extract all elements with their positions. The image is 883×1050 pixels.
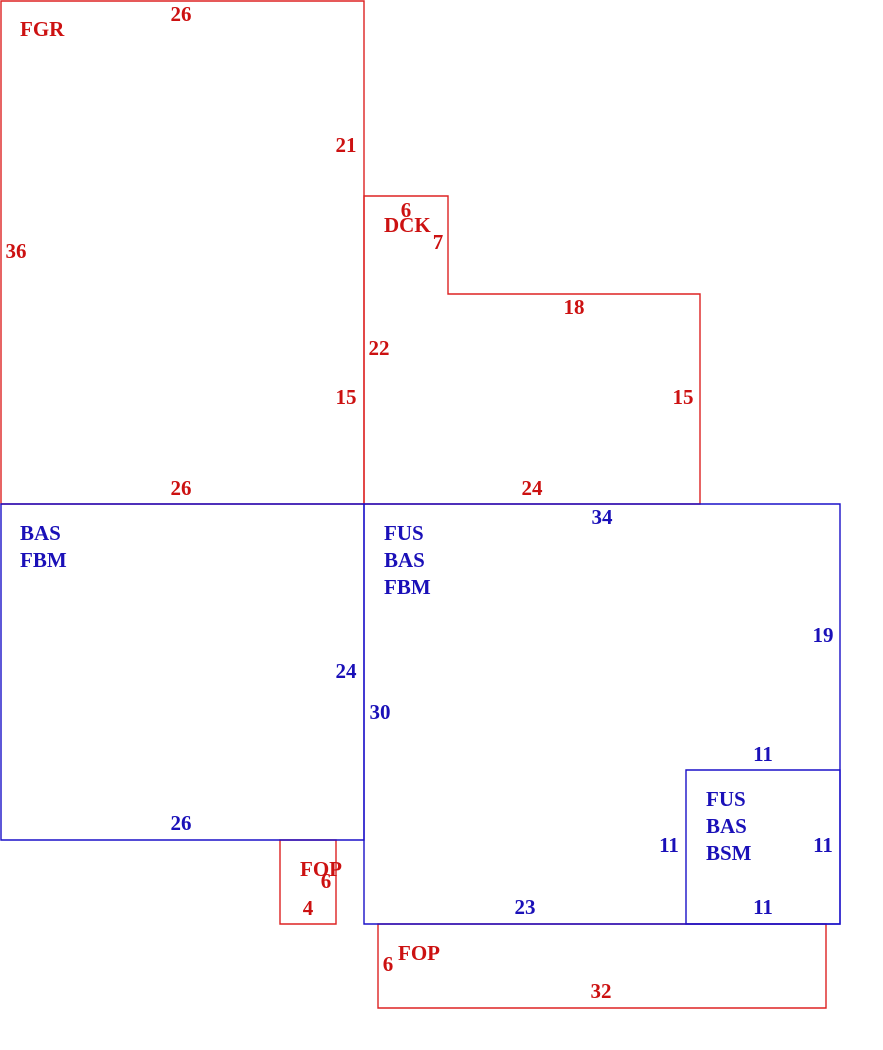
dck-dim-bottom: 24 bbox=[522, 476, 544, 500]
fus-small-code-3: BSM bbox=[706, 841, 752, 865]
fop-large-code: FOP bbox=[398, 941, 440, 965]
fgr-dim-bottom: 26 bbox=[171, 476, 192, 500]
fus-main-dim-top: 34 bbox=[592, 505, 614, 529]
fop-large-dim-bottom: 32 bbox=[591, 979, 612, 1003]
fop-small-dim-side: 6 bbox=[321, 869, 332, 893]
fus-main-code-2: BAS bbox=[384, 548, 425, 572]
fus-main-code-1: FUS bbox=[384, 521, 424, 545]
fus-main-dim-right: 19 bbox=[813, 623, 834, 647]
fop-small-code: FOP bbox=[300, 857, 342, 881]
fus-main-outline bbox=[363, 503, 841, 925]
fus-small-code-2: BAS bbox=[706, 814, 747, 838]
fus-small-outline bbox=[685, 769, 841, 925]
fgr-dim-top: 26 bbox=[171, 2, 192, 26]
fus-small-dim-top: 11 bbox=[753, 742, 773, 766]
fgr-outline bbox=[0, 0, 365, 505]
bas-left-code-1: BAS bbox=[20, 521, 61, 545]
dck-code: DCK bbox=[384, 213, 431, 237]
fus-small-dim-right: 11 bbox=[813, 833, 833, 857]
bas-left-code-2: FBM bbox=[20, 548, 67, 572]
fop-large-dim-side: 6 bbox=[383, 952, 394, 976]
dck-dim-left: 22 bbox=[369, 336, 390, 360]
bas-left-dim-bottom: 26 bbox=[171, 811, 192, 835]
dck-outline bbox=[363, 195, 701, 505]
fus-small-code-1: FUS bbox=[706, 787, 746, 811]
fop-small-dim-bottom: 4 bbox=[303, 896, 314, 920]
fus-main-dim-left: 30 bbox=[370, 700, 391, 724]
fgr-code: FGR bbox=[20, 17, 65, 41]
dck-dim-upper: 18 bbox=[564, 295, 585, 319]
fgr-dim-left: 36 bbox=[6, 239, 27, 263]
fus-main-dim-bottom: 23 bbox=[515, 895, 536, 919]
bas-left-dim-right: 24 bbox=[336, 659, 358, 683]
fgr-dim-right-upper: 21 bbox=[336, 133, 357, 157]
dck-dim-notch: 7 bbox=[433, 230, 444, 254]
fgr-dim-right-lower: 15 bbox=[336, 385, 357, 409]
fus-main-code-3: FBM bbox=[384, 575, 431, 599]
dck-dim-top: 6 bbox=[401, 198, 412, 222]
fus-small-dim-bottom: 11 bbox=[753, 895, 773, 919]
dck-dim-right: 15 bbox=[673, 385, 694, 409]
fus-small-dim-left: 11 bbox=[659, 833, 679, 857]
